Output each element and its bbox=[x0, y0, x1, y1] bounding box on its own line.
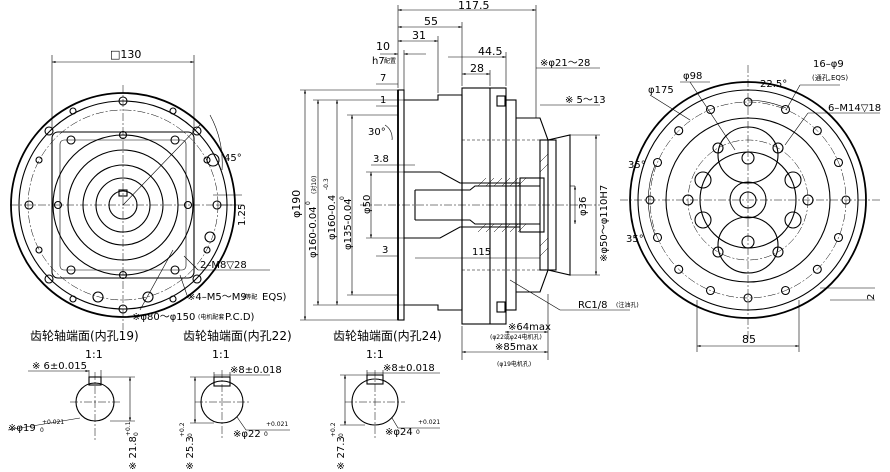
angle-35a: 35° bbox=[628, 160, 646, 171]
phi50-110: ※φ50～φ110H7 bbox=[599, 185, 610, 262]
phi190: φ190 bbox=[290, 190, 303, 218]
holes-label: ※4–M5～M9 bbox=[187, 292, 247, 303]
section-22-height-tol: +0.2 bbox=[179, 422, 186, 437]
angle-22-5: 22.5° bbox=[760, 79, 787, 90]
angle-35b: 35° bbox=[626, 234, 644, 245]
right-view: φ98 φ175 22.5° 16–φ9 (通孔,EQS) 6–M14▽18 3… bbox=[620, 59, 881, 352]
section-hatch bbox=[477, 153, 549, 257]
dim-5-13: ※ 5～13 bbox=[565, 95, 606, 106]
pcd-label: ※φ80～φ150 bbox=[132, 312, 195, 323]
section-24-bore-zero: 0 bbox=[416, 429, 420, 436]
dim-7: 7 bbox=[380, 73, 386, 84]
section-24-title: 齿轮轴端面(内孔24) bbox=[333, 328, 442, 343]
left-view: □130 45° 1.25 2–M8▽28 ※4–M5～M9 (等配 EQS) … bbox=[10, 48, 287, 330]
phi160b: φ160-0.4 bbox=[327, 195, 338, 240]
section-19-bore-tol: +0.021 bbox=[42, 419, 64, 426]
dim-3-8: 3.8 bbox=[373, 154, 389, 165]
dim-28: 28 bbox=[470, 62, 484, 75]
holes16-note: (通孔,EQS) bbox=[812, 73, 848, 82]
dim-55: 55 bbox=[424, 15, 438, 28]
dim-64-note: (φ22或φ24电机孔) bbox=[490, 333, 542, 341]
section-24-height: ※ 27.3 bbox=[336, 436, 347, 470]
dim-3: 3 bbox=[382, 245, 388, 256]
phi160: φ160-0.04 bbox=[308, 206, 319, 258]
section-22-bore-tol: +0.021 bbox=[266, 421, 288, 428]
section-24-key: ※8±0.018 bbox=[383, 363, 435, 374]
section-22-title: 齿轮轴端面(内孔22) bbox=[183, 328, 292, 343]
section-22-scale: 1:1 bbox=[212, 348, 230, 361]
section-22: 齿轮轴端面(内孔22) 1:1 ※8±0.018 ※φ22 +0.021 0 ※… bbox=[179, 328, 292, 470]
section-19-height-zero: 0 bbox=[133, 432, 140, 436]
dim-85: ※85max bbox=[495, 342, 538, 353]
dim-85-right: 85 bbox=[742, 333, 756, 346]
section-22-bore-zero: 0 bbox=[264, 431, 268, 438]
h7-label: h7 bbox=[372, 56, 385, 67]
rc-note: (注油孔) bbox=[616, 301, 639, 309]
phi160b-zero: -0.3 bbox=[323, 178, 330, 190]
dim-64: ※64max bbox=[508, 322, 551, 333]
h7-sub: 配置 bbox=[384, 58, 396, 65]
holes-note: (等配 bbox=[243, 293, 257, 301]
section-22-height: ※ 25.3 bbox=[185, 436, 196, 470]
section-22-key: ※8±0.018 bbox=[230, 365, 282, 376]
dim-1: 1 bbox=[380, 95, 386, 106]
phi21-28: ※φ21～28 bbox=[540, 58, 590, 69]
phi160-note: (对10) bbox=[310, 176, 318, 194]
section-22-height-zero: 0 bbox=[187, 433, 194, 437]
holes-eqs: EQS) bbox=[262, 292, 287, 303]
dim-31: 31 bbox=[412, 29, 426, 42]
section-24-scale: 1:1 bbox=[366, 348, 384, 361]
square-dim: □130 bbox=[110, 48, 141, 61]
dim-44-5: 44.5 bbox=[478, 45, 503, 58]
section-24-bore: ※φ24 bbox=[385, 427, 413, 438]
section-19-title: 齿轮轴端面(内孔19) bbox=[30, 328, 139, 343]
pcd-note: (电机配套 bbox=[198, 313, 224, 321]
section-24-height-tol: +0.2 bbox=[330, 422, 337, 437]
section-19: 齿轮轴端面(内孔19) 1:1 ※ 6±0.015 ※φ19 +0.021 0 … bbox=[7, 328, 140, 470]
section-19-bore: ※φ19 bbox=[8, 423, 36, 434]
pcd-unit: P.C.D) bbox=[225, 312, 255, 323]
phi36: φ36 bbox=[578, 197, 589, 216]
phi160-zero: 0 bbox=[305, 201, 312, 205]
section-19-key: ※ 6±0.015 bbox=[32, 361, 87, 372]
phi135-zero: 0 bbox=[339, 196, 346, 200]
dim-85-note: (φ19电机孔) bbox=[497, 360, 531, 368]
section-24: 齿轮轴端面(内孔24) 1:1 ※8±0.018 ※φ24 +0.021 0 ※… bbox=[330, 328, 442, 470]
dim-10: 10 bbox=[376, 40, 390, 53]
section-19-height-tol: +0.1 bbox=[125, 421, 132, 436]
bolt-holes bbox=[645, 97, 851, 303]
section-24-bore-tol: +0.021 bbox=[418, 419, 440, 426]
angle-45: 45° bbox=[224, 153, 242, 164]
section-19-bore-zero: 0 bbox=[40, 427, 44, 434]
tapped-label: 2–M8▽28 bbox=[200, 260, 247, 271]
section-19-scale: 1:1 bbox=[85, 348, 103, 361]
phi98: φ98 bbox=[683, 71, 702, 82]
section-19-height: ※ 21.8 bbox=[128, 436, 139, 470]
center-view: 117.5 55 31 10 h7 配置 44.5 28 φ190 0 φ160… bbox=[290, 0, 639, 368]
phi175: φ175 bbox=[648, 85, 674, 96]
section-24-height-zero: 0 bbox=[338, 433, 345, 437]
rc-label: RC1/8 bbox=[578, 300, 608, 311]
angle-30: 30° bbox=[368, 127, 386, 138]
dim-2: 2 bbox=[866, 294, 877, 300]
dim-115: 115 bbox=[472, 247, 491, 258]
m14-label: 6–M14▽18 bbox=[828, 103, 881, 114]
dim-1-25: 1.25 bbox=[237, 204, 248, 226]
holes16: 16–φ9 bbox=[813, 59, 844, 70]
phi135: φ135-0.04 bbox=[343, 198, 354, 250]
phi50: φ50 bbox=[362, 195, 373, 214]
dim-117-5: 117.5 bbox=[458, 0, 490, 12]
section-22-bore: ※φ22 bbox=[233, 429, 261, 440]
